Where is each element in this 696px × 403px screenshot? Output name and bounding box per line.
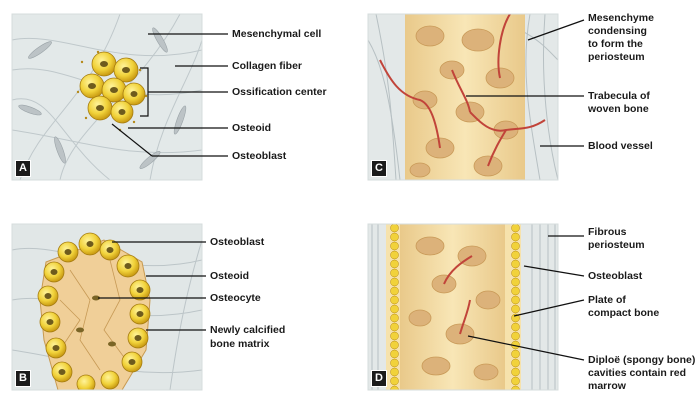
osteoblast-cell [512, 323, 520, 331]
osteoblast-cell [512, 278, 520, 286]
label-compact-bone: compact bone [588, 307, 659, 319]
label-periosteum-d: periosteum [588, 239, 645, 251]
panel-a [12, 14, 202, 180]
osteoblast-cell [391, 314, 399, 322]
osteoblast-cell [391, 368, 399, 376]
label-collagen-fiber: Collagen fiber [232, 60, 302, 72]
osteoblast-cell [391, 323, 399, 331]
label-bone-matrix: bone matrix [210, 338, 270, 350]
osteoblast-cell [512, 287, 520, 295]
label-plate-of: Plate of [588, 294, 626, 306]
osteoblast-cell [391, 260, 399, 268]
osteoblast-cell [391, 341, 399, 349]
osteoblast-cell [391, 224, 399, 232]
osteoblast-cell [391, 233, 399, 241]
label-marrow: marrow [588, 380, 626, 392]
osteoblast-cell [391, 377, 399, 385]
osteoblast-cell [512, 296, 520, 304]
label-periosteum: periosteum [588, 51, 645, 63]
osteoblast-cell [391, 350, 399, 358]
panel-a-tag: A [15, 160, 31, 177]
label-fibrous: Fibrous [588, 226, 627, 238]
osteoblast-cell [512, 377, 520, 385]
panel-c-tag: C [371, 160, 387, 177]
label-osteoblast-b: Osteoblast [210, 236, 264, 248]
label-to-form-the: to form the [588, 38, 643, 50]
label-osteoblast-d: Osteoblast [588, 270, 642, 282]
label-diploe: Diploë (spongy bone) [588, 354, 695, 366]
osteoblast-cell [512, 350, 520, 358]
label-osteocyte: Osteocyte [210, 292, 261, 304]
osteoblast-cell [512, 251, 520, 259]
osteoblast-cell [391, 287, 399, 295]
osteoblast-cell [512, 332, 520, 340]
osteoblast-cell [512, 233, 520, 241]
osteoblast-cell [391, 305, 399, 313]
label-condensing: condensing [588, 25, 647, 37]
osteoblast-cell [512, 368, 520, 376]
osteoblast-cell [391, 251, 399, 259]
label-osteoid-a: Osteoid [232, 122, 271, 134]
panel-d-tag: D [371, 370, 387, 387]
osteoblast-cell [512, 242, 520, 250]
panel-b [12, 224, 202, 393]
osteoblast-cell [512, 224, 520, 232]
label-mesenchyme: Mesenchyme [588, 12, 654, 24]
label-trabecula-of: Trabecula of [588, 90, 650, 102]
osteoblast-cell [391, 242, 399, 250]
osteoblast-cell [391, 332, 399, 340]
osteoblast-cell [391, 359, 399, 367]
label-ossification-center: Ossification center [232, 86, 327, 98]
label-osteoid-b: Osteoid [210, 270, 249, 282]
osteoblast-cell [391, 278, 399, 286]
osteoblast-cell [512, 260, 520, 268]
label-mesenchymal-cell: Mesenchymal cell [232, 28, 321, 40]
label-woven-bone: woven bone [588, 103, 649, 115]
panel-b-tag: B [15, 370, 31, 387]
label-newly-calcified: Newly calcified [210, 324, 285, 336]
osteoblast-cell [512, 305, 520, 313]
label-osteoblast-a: Osteoblast [232, 150, 286, 162]
osteoblast-cell [391, 296, 399, 304]
label-cavities-contain-red: cavities contain red [588, 367, 686, 379]
label-blood-vessel: Blood vessel [588, 140, 653, 152]
osteoblast-cell [512, 359, 520, 367]
panel-d [368, 224, 558, 394]
osteoblast-cell [391, 269, 399, 277]
osteoblast-cell [512, 269, 520, 277]
